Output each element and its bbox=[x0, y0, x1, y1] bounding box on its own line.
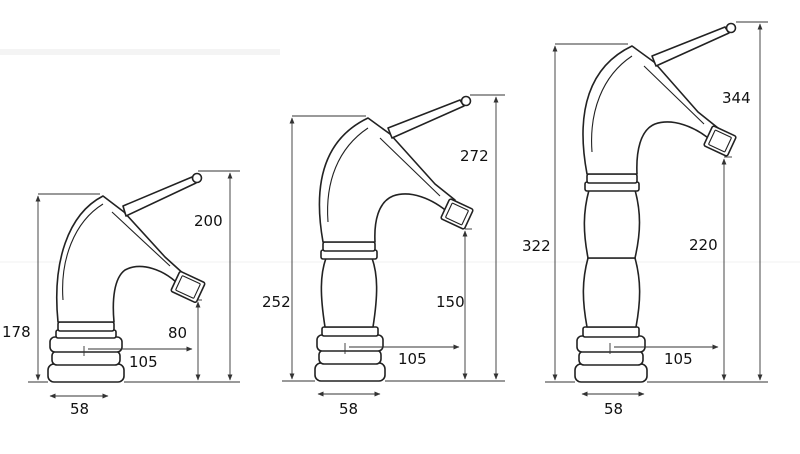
medium-body-height-label: 252 bbox=[262, 293, 291, 311]
small-spout-height-label: 80 bbox=[168, 324, 187, 342]
large-spout-height-label: 220 bbox=[689, 236, 718, 254]
large-base-width-label: 58 bbox=[604, 400, 623, 418]
medium-reach-label: 105 bbox=[398, 350, 427, 368]
faucet-small-dimensions: 178 200 80 105 58 bbox=[2, 170, 240, 418]
faucet-small-outline bbox=[47, 172, 206, 383]
medium-total-height-label: 272 bbox=[460, 147, 489, 165]
faucet-large-outline bbox=[574, 22, 737, 383]
large-body-height-label: 322 bbox=[522, 237, 551, 255]
faucet-small: 178 200 80 105 58 bbox=[2, 170, 240, 418]
faucet-medium-outline bbox=[314, 95, 474, 382]
small-reach-label: 105 bbox=[129, 353, 158, 371]
faucet-large: 322 344 220 105 58 bbox=[522, 21, 768, 418]
small-body-height-label: 178 bbox=[2, 323, 31, 341]
faucet-medium: 252 272 150 105 58 bbox=[262, 94, 505, 418]
small-total-height-label: 200 bbox=[194, 212, 223, 230]
medium-base-width-label: 58 bbox=[339, 400, 358, 418]
large-total-height-label: 344 bbox=[722, 89, 751, 107]
large-reach-label: 105 bbox=[664, 350, 693, 368]
medium-spout-height-label: 150 bbox=[436, 293, 465, 311]
small-base-width-label: 58 bbox=[70, 400, 89, 418]
faucet-large-dimensions: 322 344 220 105 58 bbox=[522, 21, 768, 418]
faucet-medium-dimensions: 252 272 150 105 58 bbox=[262, 94, 505, 418]
